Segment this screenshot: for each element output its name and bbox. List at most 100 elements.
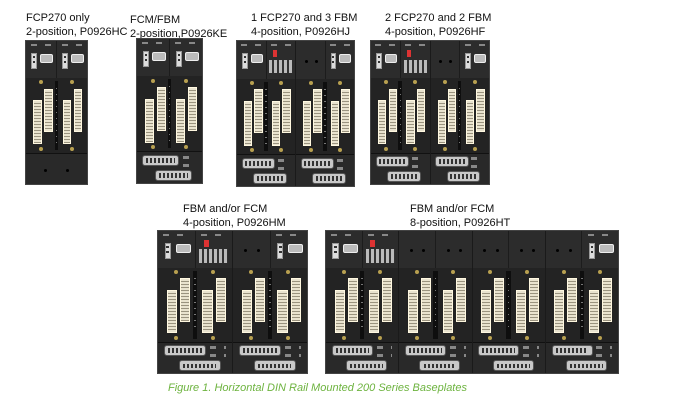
module-pair <box>137 39 202 183</box>
divider-bar <box>579 270 585 339</box>
bottom-block <box>430 152 489 184</box>
terminal-strip <box>388 88 397 133</box>
label-marks <box>405 43 426 47</box>
dsub-connector-icon <box>331 345 373 357</box>
terminal-strip <box>176 98 186 143</box>
figure-caption: Figure 1. Horizontal DIN Rail Mounted 20… <box>168 382 467 394</box>
label-marks <box>449 346 466 350</box>
terminal-strip <box>243 101 253 146</box>
label-marks <box>61 43 83 47</box>
power-terminal-icon <box>277 242 284 259</box>
top-section-blank <box>473 231 510 268</box>
divider-bar <box>267 270 273 339</box>
label-marks <box>331 233 357 237</box>
screw-icon <box>183 78 188 83</box>
top-section-power <box>326 41 355 79</box>
top-section-power <box>460 41 489 78</box>
serial-port-icon <box>250 53 263 64</box>
screw-hole <box>304 59 308 63</box>
screw-icon <box>378 335 383 340</box>
label-marks <box>367 233 393 237</box>
terminal-strip <box>406 100 415 145</box>
dip-switch-icon <box>370 240 376 247</box>
label-line1: FCM/FBM <box>130 14 181 26</box>
top-section-blank <box>546 231 583 268</box>
top-section-switch <box>363 231 399 268</box>
top-block <box>237 41 295 80</box>
screw-icon <box>278 148 283 153</box>
terminal-strip <box>215 278 226 322</box>
divider-bar <box>264 81 268 152</box>
serial-port-icon <box>185 51 199 62</box>
screw-icon <box>413 80 418 85</box>
top-block <box>399 231 472 269</box>
screw-icon <box>151 145 156 150</box>
label-marks <box>141 41 165 45</box>
power-terminal-icon <box>62 52 68 70</box>
serial-port-icon <box>339 53 352 64</box>
label-marks <box>275 233 302 237</box>
terminal-strip <box>330 101 340 146</box>
screw-hole <box>519 249 523 253</box>
dsub-connector-icon <box>387 171 421 183</box>
dsub-connector-icon <box>300 157 334 169</box>
serial-port-icon <box>343 243 358 253</box>
power-terminal-icon <box>175 50 182 68</box>
label-marks <box>411 157 425 161</box>
screw-icon <box>383 80 388 85</box>
label-line2: 4-position, P0926HJ <box>251 26 351 38</box>
label-marks <box>200 233 227 237</box>
terminal-strip <box>277 290 288 334</box>
label-marks <box>523 346 539 350</box>
screw-icon <box>337 80 342 85</box>
top-section-power <box>326 231 363 268</box>
baseplate-image-hc <box>25 40 88 185</box>
top-section-switch <box>401 41 430 78</box>
screw-icon <box>524 270 529 275</box>
terminal-strip <box>554 290 565 334</box>
baseplate-image-ht <box>325 230 619 374</box>
screw-icon <box>211 335 216 340</box>
top-block <box>326 231 399 269</box>
top-block <box>158 231 232 269</box>
bottom-block <box>26 152 87 184</box>
power-terminal-icon <box>164 242 171 259</box>
label-line2: 2-position, P0926HC <box>26 26 128 38</box>
label-marks <box>277 166 291 170</box>
screw-icon <box>597 335 602 340</box>
label-line1: 2 FCP270 and 2 FBM <box>385 12 492 24</box>
fieldbus-slots <box>545 267 618 342</box>
terminal-strip <box>44 88 53 133</box>
screw-hole <box>65 168 69 172</box>
screw-icon <box>488 270 493 275</box>
serial-port-icon <box>71 53 85 64</box>
terminal-strip <box>442 290 453 334</box>
module-pair <box>233 231 307 373</box>
screw-hole <box>243 249 247 253</box>
label-marks <box>471 165 485 169</box>
module-pair <box>296 41 354 186</box>
divider-bar <box>506 270 511 339</box>
terminal-strip <box>589 290 600 334</box>
dsub-connector-icon <box>492 360 534 372</box>
fieldbus-slots <box>399 267 472 342</box>
dsub-connector-icon <box>163 345 206 357</box>
top-section-power <box>137 39 170 77</box>
label-marks <box>336 158 350 162</box>
screw-icon <box>443 146 448 151</box>
dsub-connector-icon <box>253 360 296 372</box>
screw-icon <box>341 335 346 340</box>
label-line1: FBM and/or FCM <box>183 203 268 215</box>
screw-icon <box>249 335 254 340</box>
screw-icon <box>308 148 313 153</box>
power-terminal-icon <box>330 53 337 70</box>
serial-port-icon <box>474 53 487 64</box>
screw-icon <box>451 270 456 275</box>
label-marks <box>523 354 539 358</box>
screw-hole <box>446 249 450 253</box>
screw-icon <box>39 80 44 85</box>
terminal-strip <box>187 86 197 131</box>
dsub-connector-icon <box>142 154 180 166</box>
label-marks <box>284 354 302 358</box>
